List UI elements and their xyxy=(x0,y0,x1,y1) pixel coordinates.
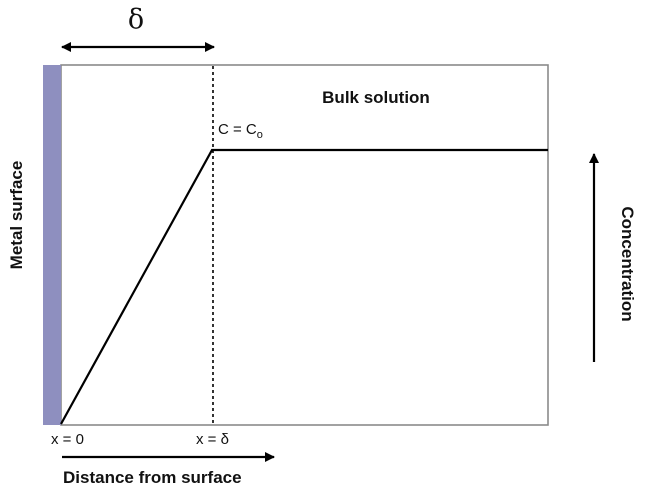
metal-surface-label: Metal surface xyxy=(7,161,26,270)
solution-region-frame xyxy=(60,64,549,426)
bulk-solution-label: Bulk solution xyxy=(322,88,430,107)
concentration-profile-line xyxy=(60,148,548,425)
x-delta-label: x = δ xyxy=(196,431,229,448)
x-zero-label: x = 0 xyxy=(51,431,84,448)
concentration-axis-label: Concentration xyxy=(618,206,637,321)
bulk-concentration-label: C = Co xyxy=(218,121,263,141)
distance-axis-label: Distance from surface xyxy=(63,468,242,487)
metal-surface-bar xyxy=(43,65,61,425)
delta-symbol: δ xyxy=(128,4,144,35)
